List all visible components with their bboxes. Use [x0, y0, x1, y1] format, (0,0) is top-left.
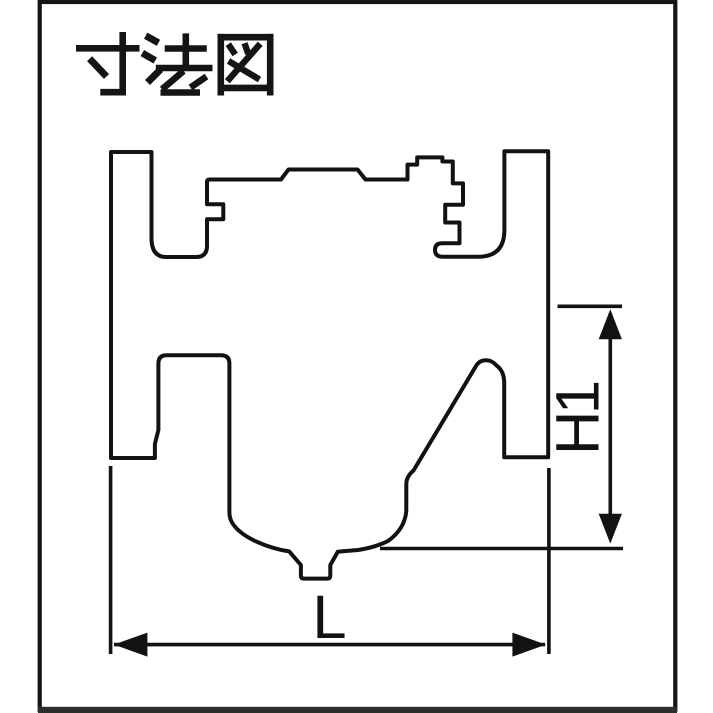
svg-text:L: L: [312, 583, 346, 652]
svg-text:H1: H1: [544, 382, 613, 455]
